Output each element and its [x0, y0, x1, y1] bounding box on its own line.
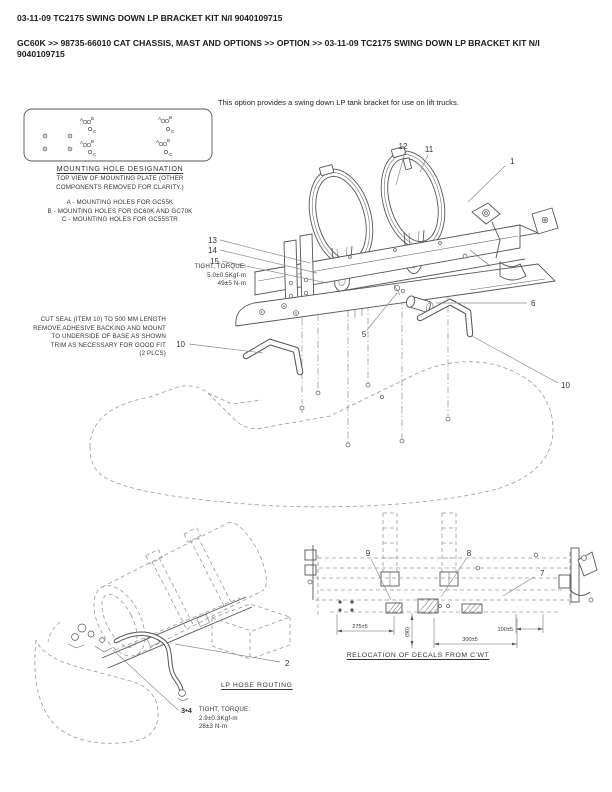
projection-lines — [299, 292, 451, 448]
lp-tank — [93, 522, 267, 657]
valve-item6 — [405, 295, 434, 313]
hose-callout-2: 2 — [285, 659, 290, 668]
main-callouts: 12 11 1 13 14 15 5 6 10 10 — [176, 142, 570, 390]
plain-mounting-holes — [42, 133, 73, 152]
svg-text:C: C — [169, 152, 173, 157]
torque-hose-line3: 28±3 N-m — [198, 723, 228, 731]
truck-body-outline — [34, 603, 292, 744]
option-description: This option provides a swing down LP tan… — [218, 98, 459, 107]
svg-text:10: 10 — [176, 340, 185, 349]
mounting-hole-designation-block: MOUNTING HOLE DESIGNATION TOP VIEW OF MO… — [22, 164, 218, 225]
svg-text:9: 9 — [366, 549, 371, 558]
hole-group-4: A B C — [156, 138, 173, 157]
svg-text:B: B — [169, 115, 172, 120]
svg-text:7: 7 — [540, 569, 545, 578]
decal-relocation-drawing: 275±5 (90) 300±5 100±5 9 8 7 — [304, 512, 598, 648]
cut-seal-note: CUT SEAL (ITEM 10) TO 500 MM LENGTH REMO… — [28, 316, 166, 359]
cut-seal-line3: TO UNDERSIDE OF BASE AS SHOWN — [51, 333, 166, 341]
torque-hose-line1: TIGHT, TORQUE: — [198, 706, 251, 713]
svg-text:C: C — [171, 129, 175, 134]
svg-text:A: A — [156, 139, 160, 144]
strap-post-left — [380, 512, 400, 587]
svg-text:8: 8 — [467, 549, 472, 558]
svg-text:B: B — [167, 138, 170, 143]
hinge-plates — [283, 233, 315, 317]
hose-callout-3-4: 3•4 — [181, 706, 192, 715]
torque-main-line1: TIGHT, TORQUE: — [194, 263, 246, 270]
breadcrumb: GC60K >> 98735-66010 CAT CHASSIS, MAST A… — [17, 38, 540, 59]
dimension-275: 275±5 — [336, 614, 395, 635]
torque-note-main: TIGHT, TORQUE: 5.0±0.5Kgf-m 49±5 N-m — [146, 263, 246, 289]
svg-text:A: A — [80, 117, 84, 122]
mounting-inset-subtitle-2: COMPONENTS REMOVED FOR CLARITY.) — [56, 183, 184, 191]
tank-bracket — [101, 596, 253, 669]
svg-text:5: 5 — [362, 330, 367, 339]
svg-text:275±5: 275±5 — [352, 624, 368, 630]
hose-view-title: LP HOSE ROUTING — [221, 682, 293, 689]
hole-group-2: A B C — [158, 115, 175, 134]
svg-text:B: B — [91, 116, 94, 121]
svg-text:B: B — [91, 139, 94, 144]
svg-text:A: A — [80, 140, 84, 145]
torque-hose-line2: 2.9±0.3Kgf-m — [198, 714, 238, 722]
mounting-inset-subtitle-1: TOP VIEW OF MOUNTING PLATE (OTHER — [56, 175, 184, 182]
dimension-300: 300±5 — [433, 618, 518, 648]
decal-left — [385, 602, 403, 614]
svg-text:13: 13 — [208, 236, 217, 245]
svg-text:C: C — [93, 129, 97, 134]
svg-text:A: A — [158, 116, 162, 121]
seal-tube-left — [242, 338, 304, 376]
torque-main-line3: 49±5 N-m — [217, 280, 246, 288]
torque-note-hose-block: 3•4 TIGHT, TORQUE: 2.9±0.3Kgf-m 28±3 N-m — [181, 706, 250, 732]
svg-text:10: 10 — [561, 381, 570, 390]
counterweight-step — [207, 392, 263, 405]
cut-seal-line2: REMOVE ADHESIVE BACKING AND MOUNT — [33, 324, 166, 332]
svg-text:12: 12 — [399, 142, 408, 151]
mounting-legend-b: B - MOUNTING HOLES FOR GC60K AND GC70K — [47, 207, 193, 215]
decal-view-title: RELOCATION OF DECALS FROM C'WT — [346, 652, 490, 659]
lp-hose — [113, 631, 189, 701]
mounting-legend-c: C - MOUNTING HOLES FOR GC55STR — [62, 216, 178, 224]
svg-text:C: C — [93, 152, 97, 157]
hole-group-1: A B C — [80, 116, 97, 134]
mounting-inset-title: MOUNTING HOLE DESIGNATION — [56, 164, 184, 173]
decal-center — [417, 598, 439, 614]
main-assembly-drawing: 12 11 1 13 14 15 5 6 10 10 — [89, 142, 570, 508]
svg-text:100±5: 100±5 — [497, 627, 513, 633]
mounting-plate-top-view: A B C A B C A B C A B C — [23, 108, 213, 162]
svg-text:(90): (90) — [405, 627, 411, 637]
page-title: 03-11-09 TC2175 SWING DOWN LP BRACKET KI… — [17, 13, 283, 23]
mounting-legend-a: A - MOUNTING HOLES FOR GC55K — [66, 199, 174, 207]
torque-main-line2: 5.0±0.5Kgf-m — [207, 271, 246, 279]
cut-seal-line4: TRIM AS NECESSARY FOR GOOD FIT — [50, 341, 166, 349]
cut-seal-line5: (2 PLCS) — [139, 350, 166, 358]
dimension-90: (90) — [405, 613, 414, 648]
hole-group-3: A B C — [80, 139, 97, 157]
latch-assembly — [462, 202, 559, 281]
svg-text:14: 14 — [208, 246, 217, 255]
counterweight-outline — [89, 361, 554, 508]
svg-text:6: 6 — [531, 299, 536, 308]
fitting-item5 — [392, 282, 406, 296]
seal-tube-right — [416, 298, 474, 338]
lp-hose-routing-drawing: 2 — [34, 522, 292, 744]
cut-seal-line1: CUT SEAL (ITEM 10) TO 500 MM LENGTH — [40, 316, 166, 323]
tank-valve-cluster — [67, 623, 113, 653]
bracket-side-frame — [304, 545, 598, 615]
decal-right — [461, 603, 483, 614]
dimension-100: 100±5 — [497, 614, 544, 633]
svg-text:15: 15 — [210, 257, 219, 266]
svg-text:300±5: 300±5 — [462, 637, 478, 643]
svg-text:11: 11 — [425, 145, 434, 154]
decal-callouts: 9 8 7 — [366, 549, 545, 601]
svg-text:1: 1 — [510, 157, 515, 166]
